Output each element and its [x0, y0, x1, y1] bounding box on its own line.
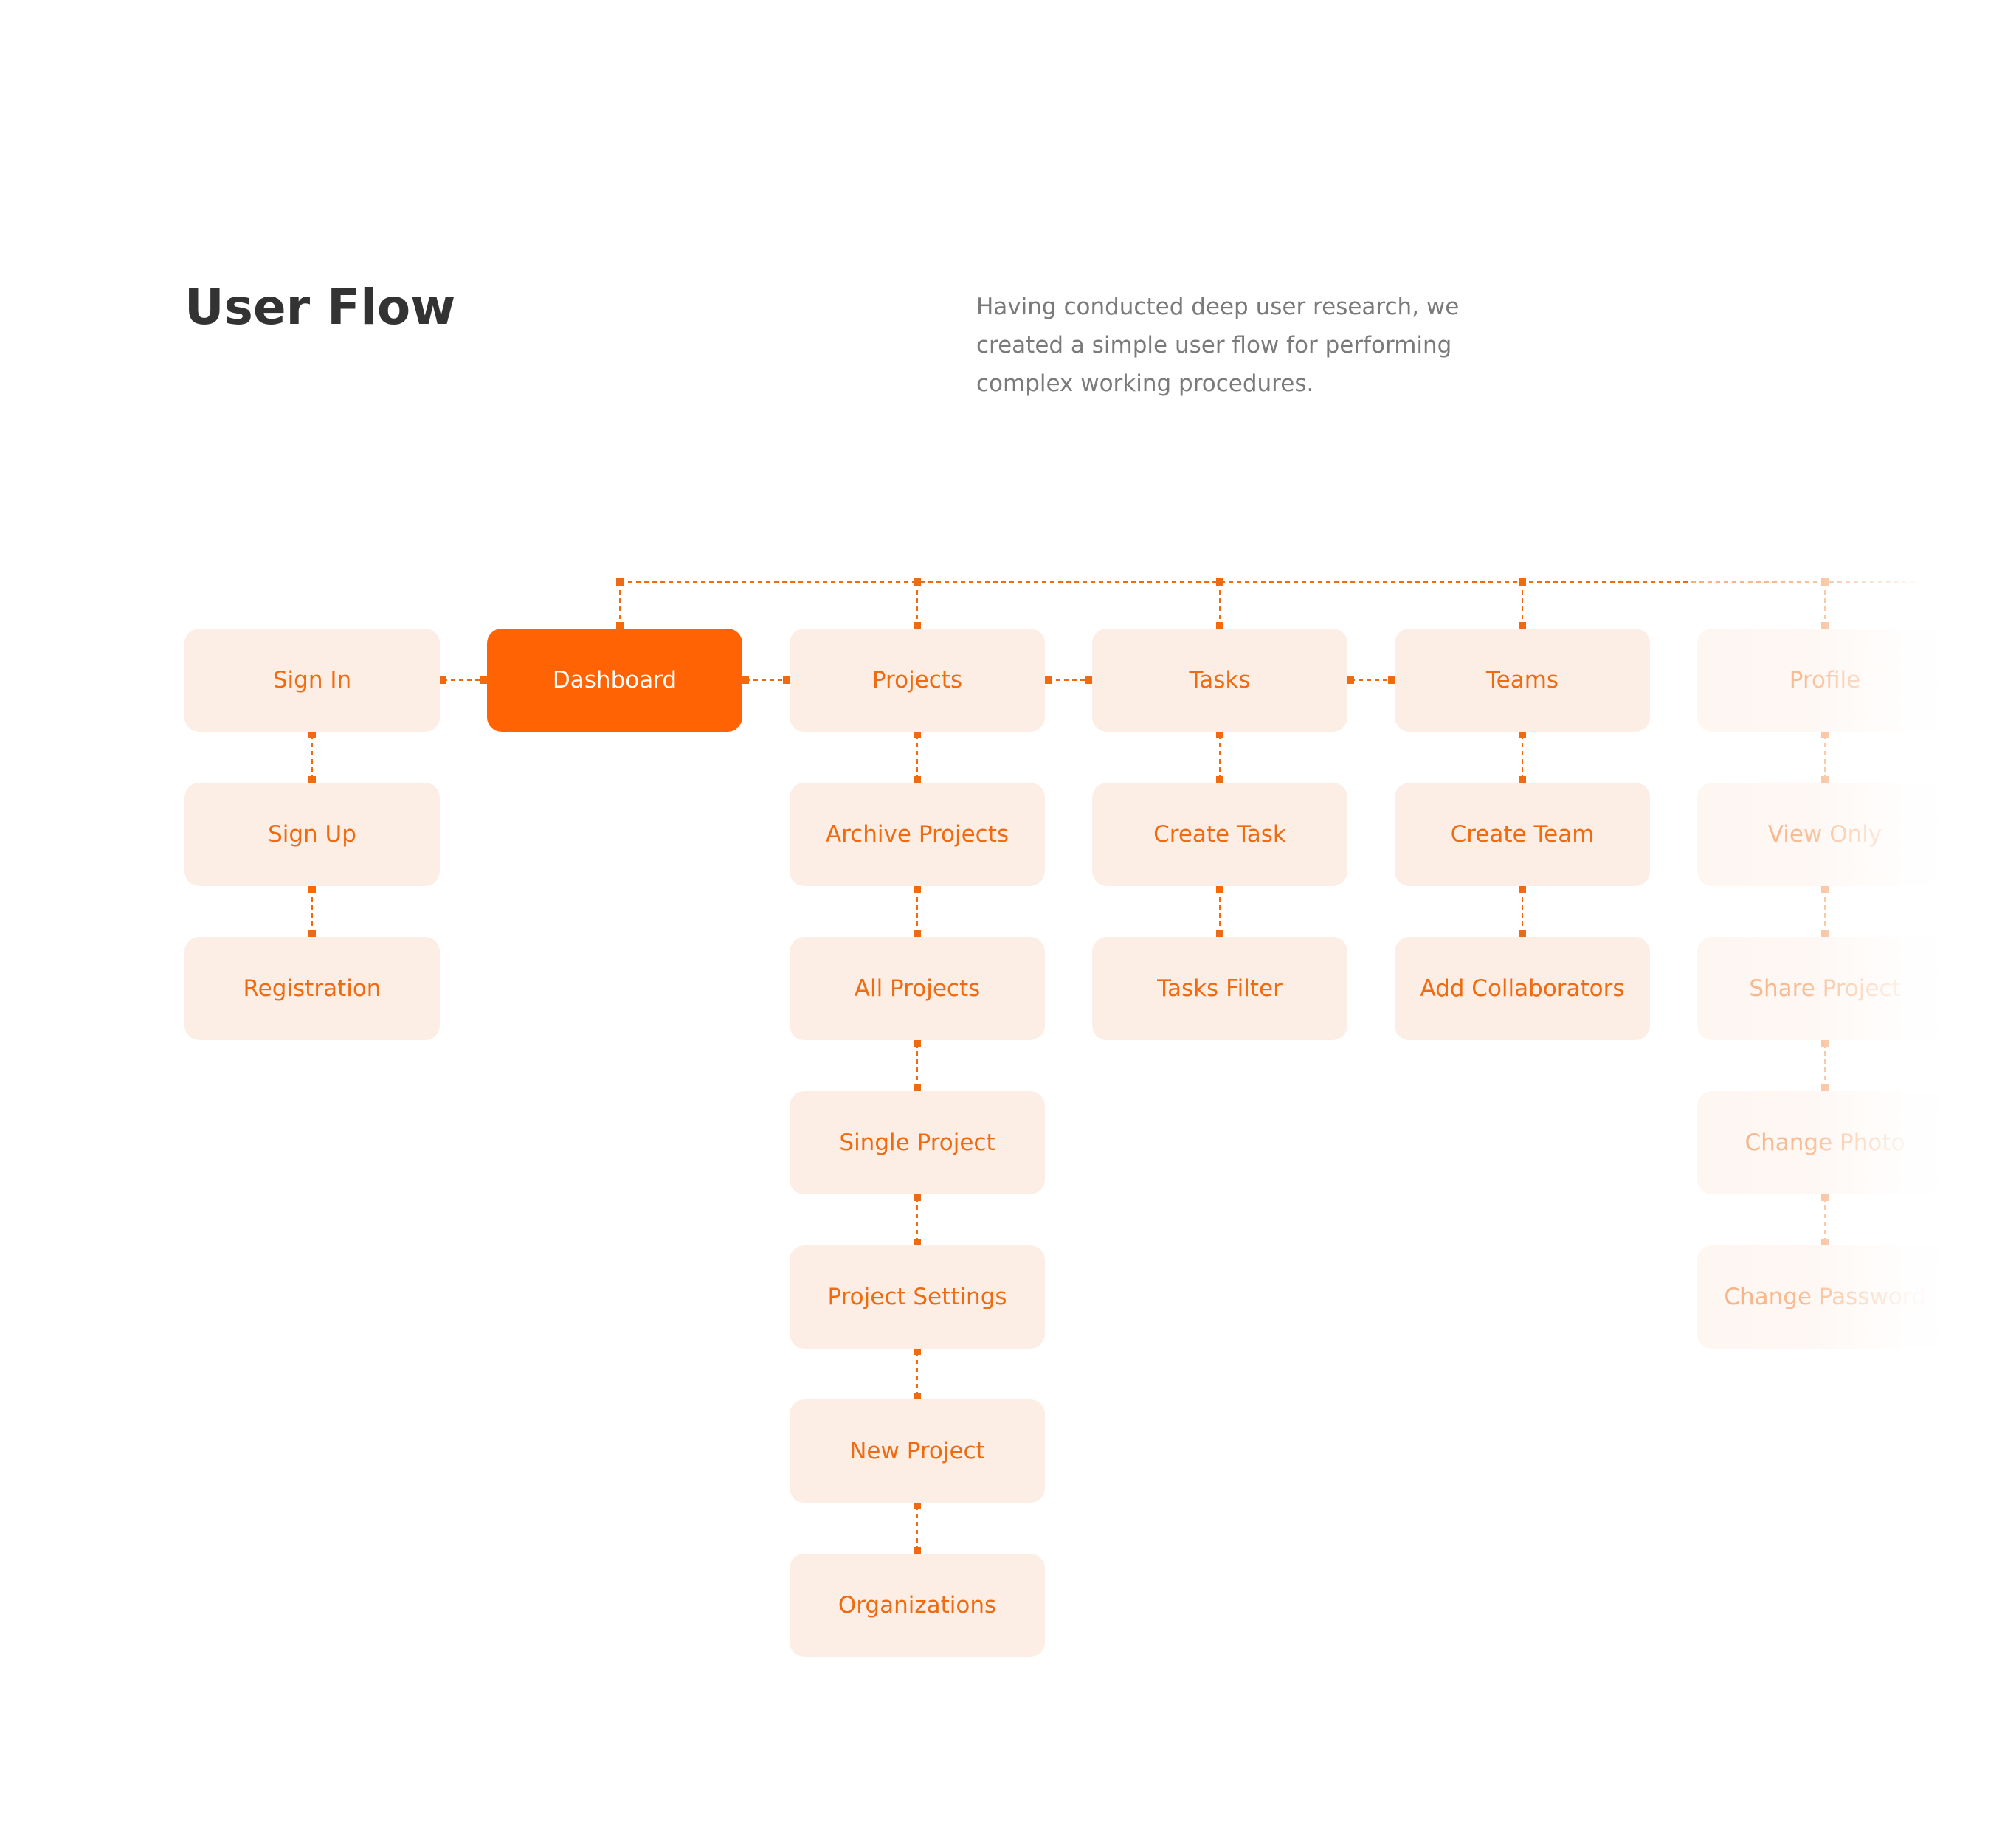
- connector-dot: [914, 1393, 921, 1400]
- connector-dot: [1044, 676, 1052, 684]
- connector-dot: [616, 578, 624, 586]
- node-profile[interactable]: Profile: [1697, 629, 1953, 732]
- node-archive-projects[interactable]: Archive Projects: [790, 783, 1045, 886]
- connector-dot: [308, 885, 316, 893]
- connector-dot: [783, 676, 790, 684]
- connector-dot: [1216, 731, 1223, 738]
- node-add-collaborators[interactable]: Add Collaborators: [1395, 937, 1650, 1040]
- page-description: Having conducted deep user research, we …: [976, 288, 1493, 403]
- connector-dot: [308, 776, 316, 783]
- connector-dot: [1821, 1039, 1829, 1047]
- connector-dot: [914, 885, 921, 893]
- connector-dot: [308, 731, 316, 738]
- node-single-project[interactable]: Single Project: [790, 1091, 1045, 1194]
- description-line: Having conducted deep user research, we: [976, 294, 1460, 320]
- connector-dot: [914, 930, 921, 938]
- connector-dot: [914, 776, 921, 783]
- page-title: User Flow: [184, 279, 456, 336]
- node-create-task[interactable]: Create Task: [1092, 783, 1347, 886]
- connector-dot: [1519, 776, 1526, 783]
- node-share-project[interactable]: Share Project: [1697, 937, 1953, 1040]
- description-line: created a simple user flow for performin…: [976, 332, 1452, 359]
- connector-dot: [914, 1502, 921, 1509]
- node-tasks-filter[interactable]: Tasks Filter: [1092, 937, 1347, 1040]
- node-change-password[interactable]: Change Password: [1697, 1245, 1953, 1349]
- connector-dot: [914, 622, 921, 629]
- node-dashboard[interactable]: Dashboard: [487, 629, 742, 732]
- connector-dot: [1216, 930, 1223, 938]
- connector-dot: [1216, 578, 1223, 586]
- node-sign-up[interactable]: Sign Up: [184, 783, 440, 886]
- node-new-project[interactable]: New Project: [790, 1399, 1045, 1503]
- connector-dot: [914, 578, 921, 586]
- connector-dot: [1821, 731, 1829, 738]
- connector-dot: [914, 731, 921, 738]
- connector-dot: [1388, 676, 1395, 684]
- connector-dot: [1821, 1194, 1829, 1201]
- node-all-projects[interactable]: All Projects: [790, 937, 1045, 1040]
- node-sign-in[interactable]: Sign In: [184, 629, 440, 732]
- connector-dot: [914, 1039, 921, 1047]
- connector-dot: [914, 1348, 921, 1355]
- node-organizations[interactable]: Organizations: [790, 1554, 1045, 1657]
- connector-dot: [1821, 885, 1829, 893]
- node-projects[interactable]: Projects: [790, 629, 1045, 732]
- node-project-settings[interactable]: Project Settings: [790, 1245, 1045, 1349]
- connector-dot: [616, 622, 624, 629]
- connector-dot: [308, 930, 316, 938]
- connector-dot: [1347, 676, 1354, 684]
- connector-dot: [1821, 578, 1829, 586]
- connector-dot: [480, 676, 488, 684]
- connector-dot: [742, 676, 749, 684]
- connector-dot: [1216, 776, 1223, 783]
- connector-dot: [1085, 676, 1093, 684]
- node-view-only[interactable]: View Only: [1697, 783, 1953, 886]
- node-change-photo[interactable]: Change Photo: [1697, 1091, 1953, 1194]
- connector-dot: [1216, 622, 1223, 629]
- node-tasks[interactable]: Tasks: [1092, 629, 1347, 732]
- connector-dot: [1519, 930, 1526, 938]
- connector-dot: [914, 1194, 921, 1201]
- connector-dot: [439, 676, 446, 684]
- node-registration[interactable]: Registration: [184, 937, 440, 1040]
- node-teams[interactable]: Teams: [1395, 629, 1650, 732]
- connector-dot: [1216, 885, 1223, 893]
- connector-dot: [914, 1239, 921, 1246]
- connector-dot: [1519, 578, 1526, 586]
- description-line: complex working procedures.: [976, 370, 1314, 397]
- connector-dot: [1519, 885, 1526, 893]
- node-create-team[interactable]: Create Team: [1395, 783, 1650, 886]
- connector-dot: [914, 1084, 921, 1092]
- connector-dot: [914, 1547, 921, 1554]
- connector-dot: [1519, 731, 1526, 738]
- connector-dot: [1519, 622, 1526, 629]
